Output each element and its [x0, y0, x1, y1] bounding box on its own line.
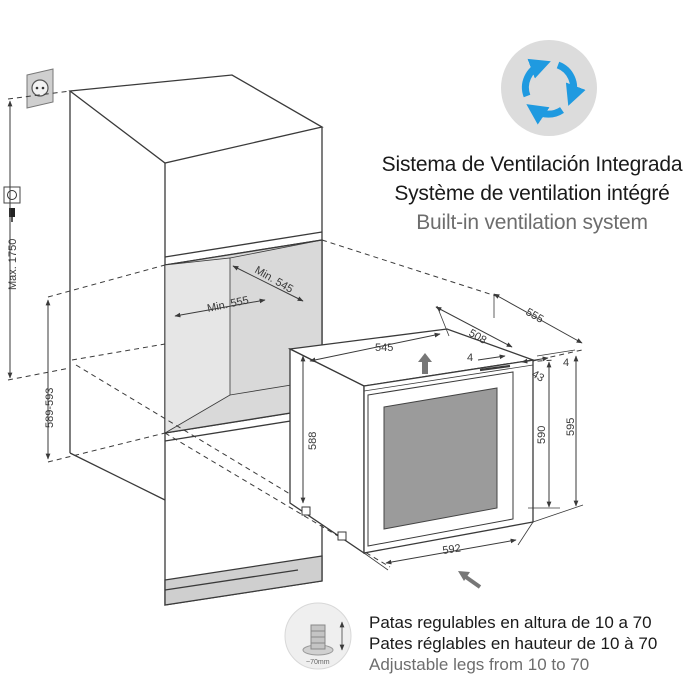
dim-total-height: 595: [565, 418, 577, 436]
plug-icon: [3, 186, 21, 222]
leg-icon-label: ~70mm: [306, 659, 330, 666]
wine-cooler: [287, 328, 534, 555]
legs-spanish: Patas regulables en altura de 10 a 70: [369, 613, 652, 632]
airflow-in-arrow: [458, 571, 482, 589]
dimension-lines: [7, 100, 584, 571]
dim-niche-height: 589-593: [44, 388, 56, 428]
wall-socket-icon: [26, 68, 54, 109]
legs-french: Pates réglables en hauteur de 10 à 70: [369, 634, 658, 653]
dim-width-top: 545: [375, 342, 393, 354]
ventilation-icon: [501, 40, 597, 136]
dim-max-height: Max. 1750: [7, 239, 19, 290]
title-french: Système de ventilation intégré: [394, 182, 670, 205]
adjustable-leg-icon: ~70mm: [284, 602, 352, 670]
dim-door-thickness: 43: [530, 368, 547, 385]
dim-width: 592: [442, 543, 462, 557]
title-spanish: Sistema de Ventilación Integrada: [381, 153, 683, 176]
legs-english: Adjustable legs from 10 to 70: [369, 655, 590, 674]
dim-door-gap: 4: [467, 352, 473, 364]
dim-appliance-height: 590: [536, 426, 548, 444]
dim-total-depth: 555: [524, 306, 546, 326]
dim-side-offset: 4: [563, 357, 569, 369]
dim-body-height: 588: [307, 432, 319, 450]
title-english: Built-in ventilation system: [416, 211, 648, 234]
